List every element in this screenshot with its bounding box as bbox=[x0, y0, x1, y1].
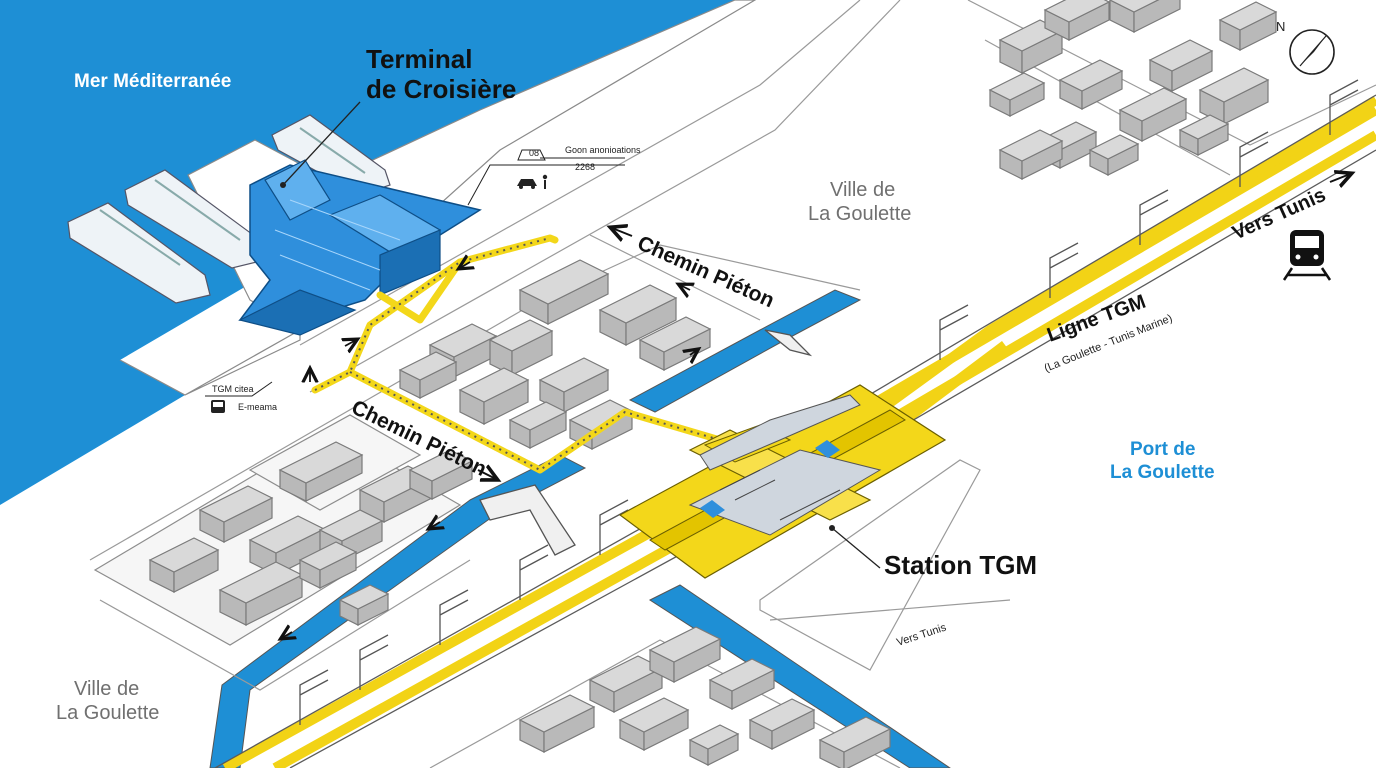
building-face bbox=[1118, 87, 1188, 122]
station-leader-dot bbox=[829, 525, 835, 531]
bus-title: TGM citea bbox=[212, 384, 254, 394]
building-face bbox=[748, 698, 816, 732]
info-number: 2268 bbox=[575, 162, 595, 172]
building-face bbox=[818, 716, 892, 753]
building-face bbox=[428, 323, 498, 358]
catenary-pylon bbox=[939, 304, 969, 360]
building-face bbox=[398, 351, 458, 381]
town-top-label-line1: Ville de bbox=[830, 179, 895, 201]
toward-tunis-arrow bbox=[1329, 174, 1350, 182]
compass-north-label: N bbox=[1276, 19, 1285, 34]
catenary-pylon bbox=[599, 499, 629, 555]
catenary-pylon bbox=[519, 544, 549, 600]
bus-subtitle: E-meama bbox=[238, 402, 277, 412]
building-face bbox=[538, 357, 610, 393]
building-face bbox=[518, 694, 596, 733]
port-label-line1: Port de bbox=[1130, 439, 1195, 460]
town-top-label-line2: La Goulette bbox=[808, 203, 911, 225]
catenary-pylon bbox=[439, 589, 469, 645]
building-face bbox=[488, 319, 554, 352]
info-title: Goon anonioations bbox=[565, 145, 641, 155]
catenary-pylon bbox=[1329, 79, 1359, 135]
pedestrian-path bbox=[282, 234, 724, 638]
town-bottom-label-line1: Ville de bbox=[74, 678, 139, 700]
town-bottom-label-line2: La Goulette bbox=[56, 702, 159, 724]
building-face bbox=[198, 485, 274, 523]
station-label: Station TGM bbox=[884, 550, 1037, 580]
building-face bbox=[298, 541, 358, 571]
info-code: 08 bbox=[529, 148, 539, 158]
building-face bbox=[988, 72, 1046, 101]
path-top-arrow bbox=[612, 228, 633, 236]
catenary-pylon bbox=[1239, 131, 1269, 187]
bus-icon bbox=[211, 400, 225, 413]
sea-area bbox=[0, 0, 735, 505]
buildings-layer bbox=[148, 0, 1278, 768]
building-face bbox=[278, 441, 364, 484]
terminal-leader-dot bbox=[280, 182, 286, 188]
building-face bbox=[338, 584, 390, 610]
canal-south bbox=[209, 454, 587, 768]
building-face bbox=[408, 449, 474, 482]
building-face bbox=[518, 259, 610, 305]
station-leader-line bbox=[831, 527, 881, 569]
catenary-pylon bbox=[1139, 189, 1169, 245]
road-network bbox=[89, 0, 1376, 768]
building-face bbox=[688, 724, 740, 750]
terminal-label-line2: de Croisière bbox=[366, 74, 516, 104]
building-face bbox=[1148, 39, 1214, 72]
terminal-info-callout bbox=[467, 149, 625, 206]
building-face bbox=[148, 537, 220, 573]
building-face bbox=[998, 129, 1064, 162]
building-face bbox=[638, 316, 712, 353]
footbridge bbox=[479, 329, 813, 556]
building-face bbox=[708, 658, 776, 692]
station-tgm bbox=[618, 384, 947, 579]
building-face bbox=[1058, 59, 1124, 92]
building-face bbox=[1108, 0, 1160, 13]
building-face bbox=[1218, 1, 1278, 31]
train-icon bbox=[1282, 230, 1332, 281]
terminal-leader-line bbox=[282, 101, 361, 186]
building-face bbox=[1133, 0, 1181, 33]
sea-label: Mer Méditerranée bbox=[74, 71, 231, 92]
building-face bbox=[618, 697, 690, 733]
catenary-pylon bbox=[359, 634, 389, 690]
building-face bbox=[1178, 114, 1230, 140]
cruise-terminal bbox=[238, 159, 482, 336]
port-label-line2: La Goulette bbox=[1110, 462, 1215, 483]
building-face bbox=[1043, 0, 1111, 23]
compass-icon bbox=[1289, 29, 1335, 75]
terminal-label-line1: Terminal bbox=[366, 44, 472, 74]
building-face bbox=[1088, 134, 1140, 160]
person-icon bbox=[542, 174, 548, 189]
ship-icon bbox=[67, 114, 391, 304]
car-icon bbox=[517, 179, 537, 189]
building-face bbox=[318, 509, 384, 542]
catenary-pylon bbox=[299, 669, 329, 725]
path-bottom-arrow bbox=[477, 470, 496, 479]
building-face bbox=[648, 626, 722, 663]
catenary-pylon bbox=[1049, 242, 1079, 298]
building-face bbox=[458, 367, 530, 403]
building-face bbox=[1198, 67, 1270, 103]
toward-tunis-small-label: Vers Tunis bbox=[895, 621, 948, 648]
bus-stop-callout bbox=[205, 381, 273, 413]
building-face bbox=[508, 401, 568, 431]
